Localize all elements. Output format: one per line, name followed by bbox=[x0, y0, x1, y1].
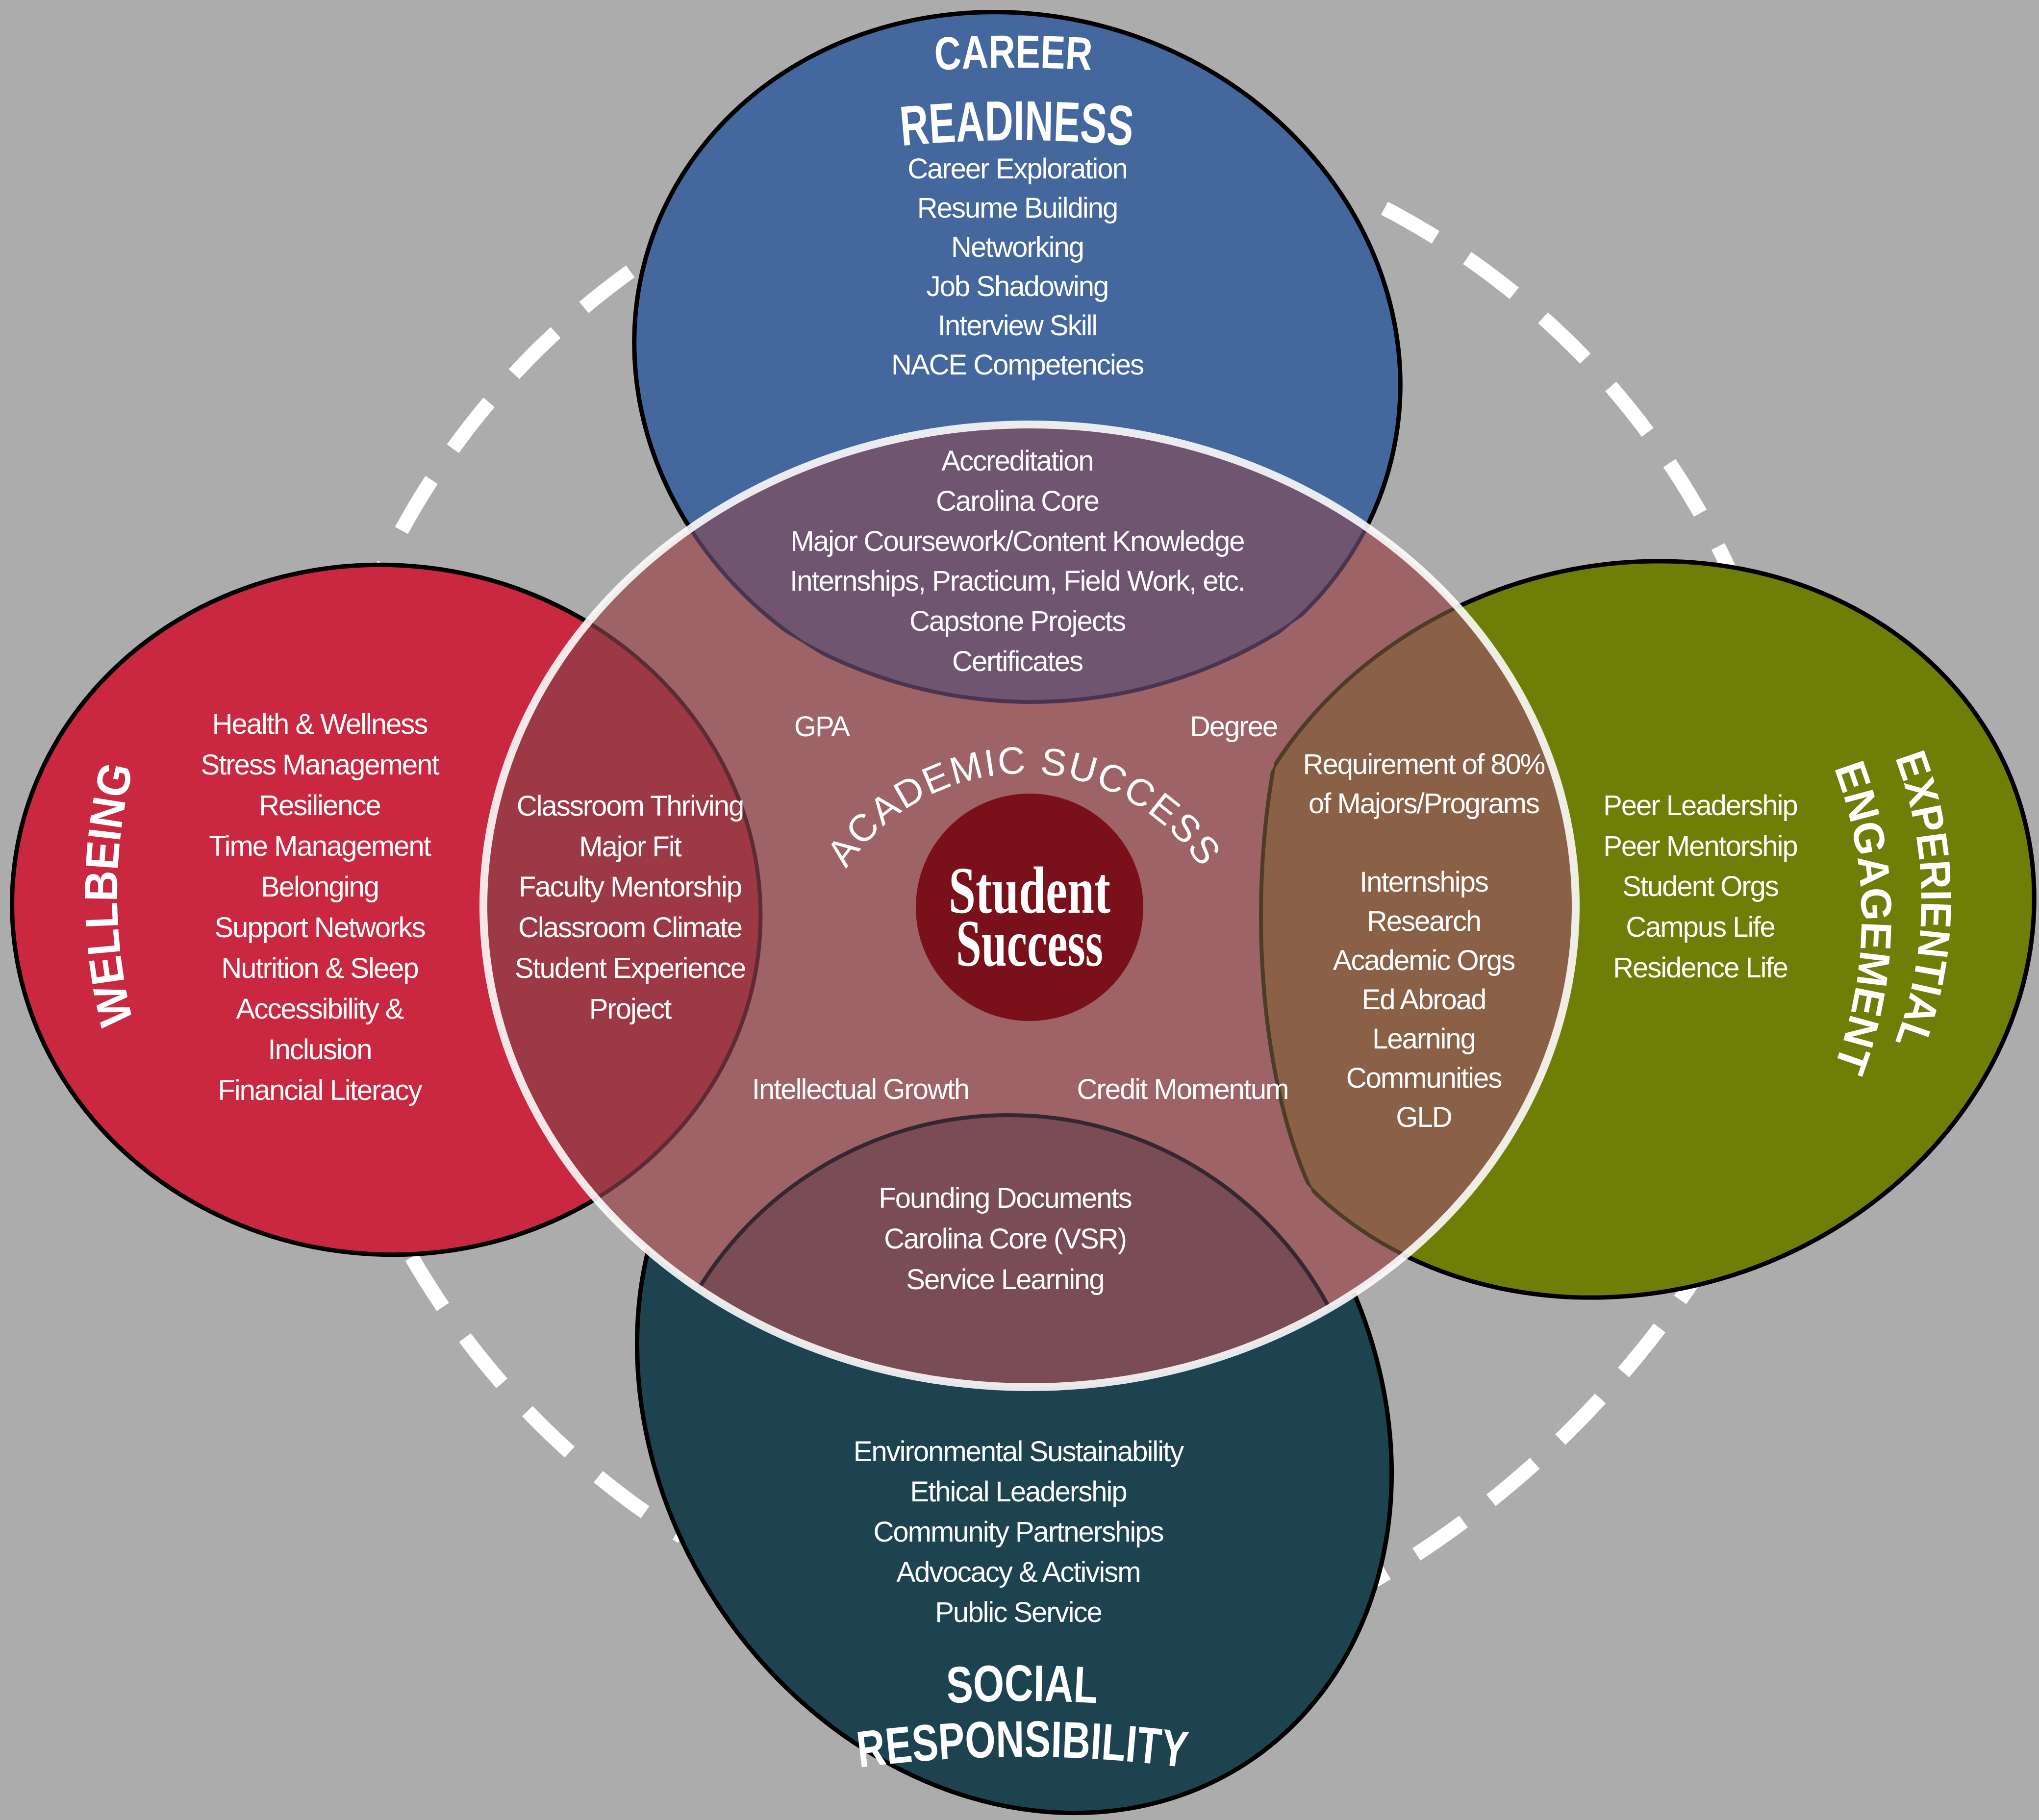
svg-text:SOCIAL: SOCIAL bbox=[945, 1655, 1099, 1715]
svg-text:Ed Abroad: Ed Abroad bbox=[1362, 984, 1486, 1016]
svg-text:Environmental Sustainability: Environmental Sustainability bbox=[854, 1436, 1184, 1468]
svg-text:Carolina Core: Carolina Core bbox=[936, 485, 1099, 517]
svg-text:Intellectual Growth: Intellectual Growth bbox=[752, 1073, 969, 1105]
svg-text:Ethical Leadership: Ethical Leadership bbox=[910, 1476, 1126, 1508]
svg-text:Success: Success bbox=[956, 907, 1103, 980]
svg-text:Support Networks: Support Networks bbox=[215, 912, 425, 944]
svg-text:Communities: Communities bbox=[1346, 1062, 1501, 1094]
svg-text:Health & Wellness: Health & Wellness bbox=[212, 708, 428, 740]
svg-text:GLD: GLD bbox=[1396, 1101, 1451, 1133]
svg-text:Certificates: Certificates bbox=[952, 646, 1082, 677]
svg-text:Student: Student bbox=[949, 854, 1110, 927]
svg-text:Residence Life: Residence Life bbox=[1613, 952, 1787, 984]
svg-text:Classroom Thriving: Classroom Thriving bbox=[517, 790, 744, 822]
svg-text:Academic Orgs: Academic Orgs bbox=[1333, 945, 1514, 976]
svg-text:Requirement of 80%: Requirement of 80% bbox=[1303, 748, 1545, 780]
svg-text:Major Fit: Major Fit bbox=[579, 831, 681, 863]
svg-text:Student Orgs: Student Orgs bbox=[1622, 871, 1778, 902]
svg-text:Internships: Internships bbox=[1359, 866, 1488, 898]
svg-text:GPA: GPA bbox=[794, 711, 850, 743]
svg-text:Research: Research bbox=[1367, 905, 1481, 937]
svg-text:READINESS: READINESS bbox=[898, 90, 1136, 158]
svg-text:Nutrition & Sleep: Nutrition & Sleep bbox=[221, 952, 418, 984]
svg-text:Founding Documents: Founding Documents bbox=[879, 1182, 1131, 1214]
svg-text:Peer Mentorship: Peer Mentorship bbox=[1603, 830, 1797, 862]
svg-text:Stress Management: Stress Management bbox=[201, 749, 439, 781]
svg-text:CAREER: CAREER bbox=[933, 26, 1094, 80]
svg-text:Accreditation: Accreditation bbox=[941, 445, 1093, 477]
svg-text:Networking: Networking bbox=[951, 231, 1083, 263]
svg-text:Interview Skill: Interview Skill bbox=[938, 310, 1097, 342]
svg-text:Carolina Core (VSR): Carolina Core (VSR) bbox=[884, 1223, 1126, 1255]
svg-text:Internships, Practicum, Field: Internships, Practicum, Field Work, etc. bbox=[790, 565, 1245, 597]
svg-text:of Majors/Programs: of Majors/Programs bbox=[1309, 788, 1539, 820]
svg-text:Inclusion: Inclusion bbox=[268, 1034, 372, 1066]
svg-text:Campus Life: Campus Life bbox=[1626, 911, 1775, 943]
svg-text:Faculty Mentorship: Faculty Mentorship bbox=[519, 871, 741, 903]
svg-text:Job Shadowing: Job Shadowing bbox=[927, 271, 1108, 302]
svg-text:NACE Competencies: NACE Competencies bbox=[891, 349, 1143, 381]
svg-text:Public Service: Public Service bbox=[935, 1596, 1101, 1628]
svg-text:Resume Building: Resume Building bbox=[917, 192, 1117, 224]
svg-text:Career Exploration: Career Exploration bbox=[907, 153, 1127, 185]
svg-text:Student Experience: Student Experience bbox=[515, 952, 745, 984]
svg-text:Credit Momentum: Credit Momentum bbox=[1077, 1073, 1288, 1105]
svg-text:Learning: Learning bbox=[1372, 1023, 1475, 1055]
svg-text:Advocacy & Activism: Advocacy & Activism bbox=[896, 1556, 1140, 1588]
svg-text:Community Partnerships: Community Partnerships bbox=[874, 1516, 1163, 1548]
svg-text:Time Management: Time Management bbox=[209, 830, 431, 862]
svg-text:Financial Literacy: Financial Literacy bbox=[218, 1074, 422, 1106]
svg-text:Service Learning: Service Learning bbox=[906, 1264, 1104, 1296]
svg-text:Classroom Climate: Classroom Climate bbox=[518, 912, 742, 944]
svg-text:Major Coursework/Content Knowl: Major Coursework/Content Knowledge bbox=[791, 525, 1244, 557]
svg-text:Project: Project bbox=[589, 993, 672, 1025]
svg-text:Resilience: Resilience bbox=[259, 790, 380, 822]
svg-text:Degree: Degree bbox=[1190, 711, 1277, 743]
svg-text:Peer Leadership: Peer Leadership bbox=[1603, 790, 1797, 822]
svg-text:Accessibility &: Accessibility & bbox=[236, 993, 404, 1025]
svg-text:Capstone Projects: Capstone Projects bbox=[909, 605, 1125, 637]
svg-text:Belonging: Belonging bbox=[261, 871, 378, 903]
